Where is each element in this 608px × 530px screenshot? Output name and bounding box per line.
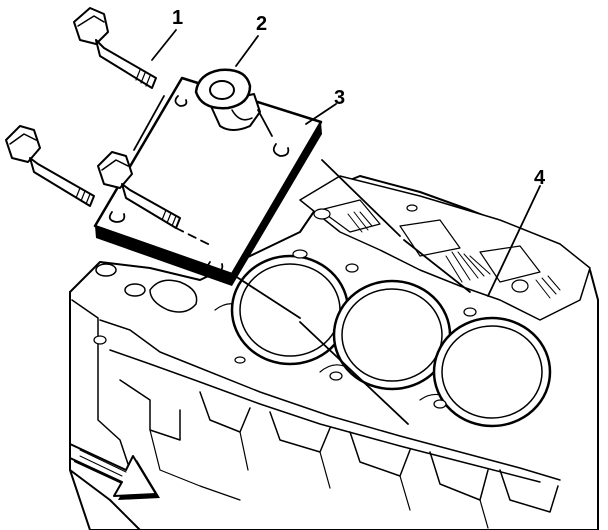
long-bolt-left xyxy=(5,125,95,207)
callout-4: 4 xyxy=(534,167,546,189)
alignment-lines xyxy=(133,29,541,425)
callout-1: 1 xyxy=(172,7,183,29)
cylinder-bores xyxy=(230,254,552,428)
deck-bolt-holes xyxy=(234,249,477,409)
callout-2: 2 xyxy=(256,13,267,35)
short-bolt xyxy=(97,151,181,229)
callout-3: 3 xyxy=(334,87,345,109)
torque-plate xyxy=(93,76,323,286)
long-bolt-top xyxy=(73,7,157,89)
front-arrow-icon xyxy=(69,443,160,500)
bushing xyxy=(194,68,261,131)
